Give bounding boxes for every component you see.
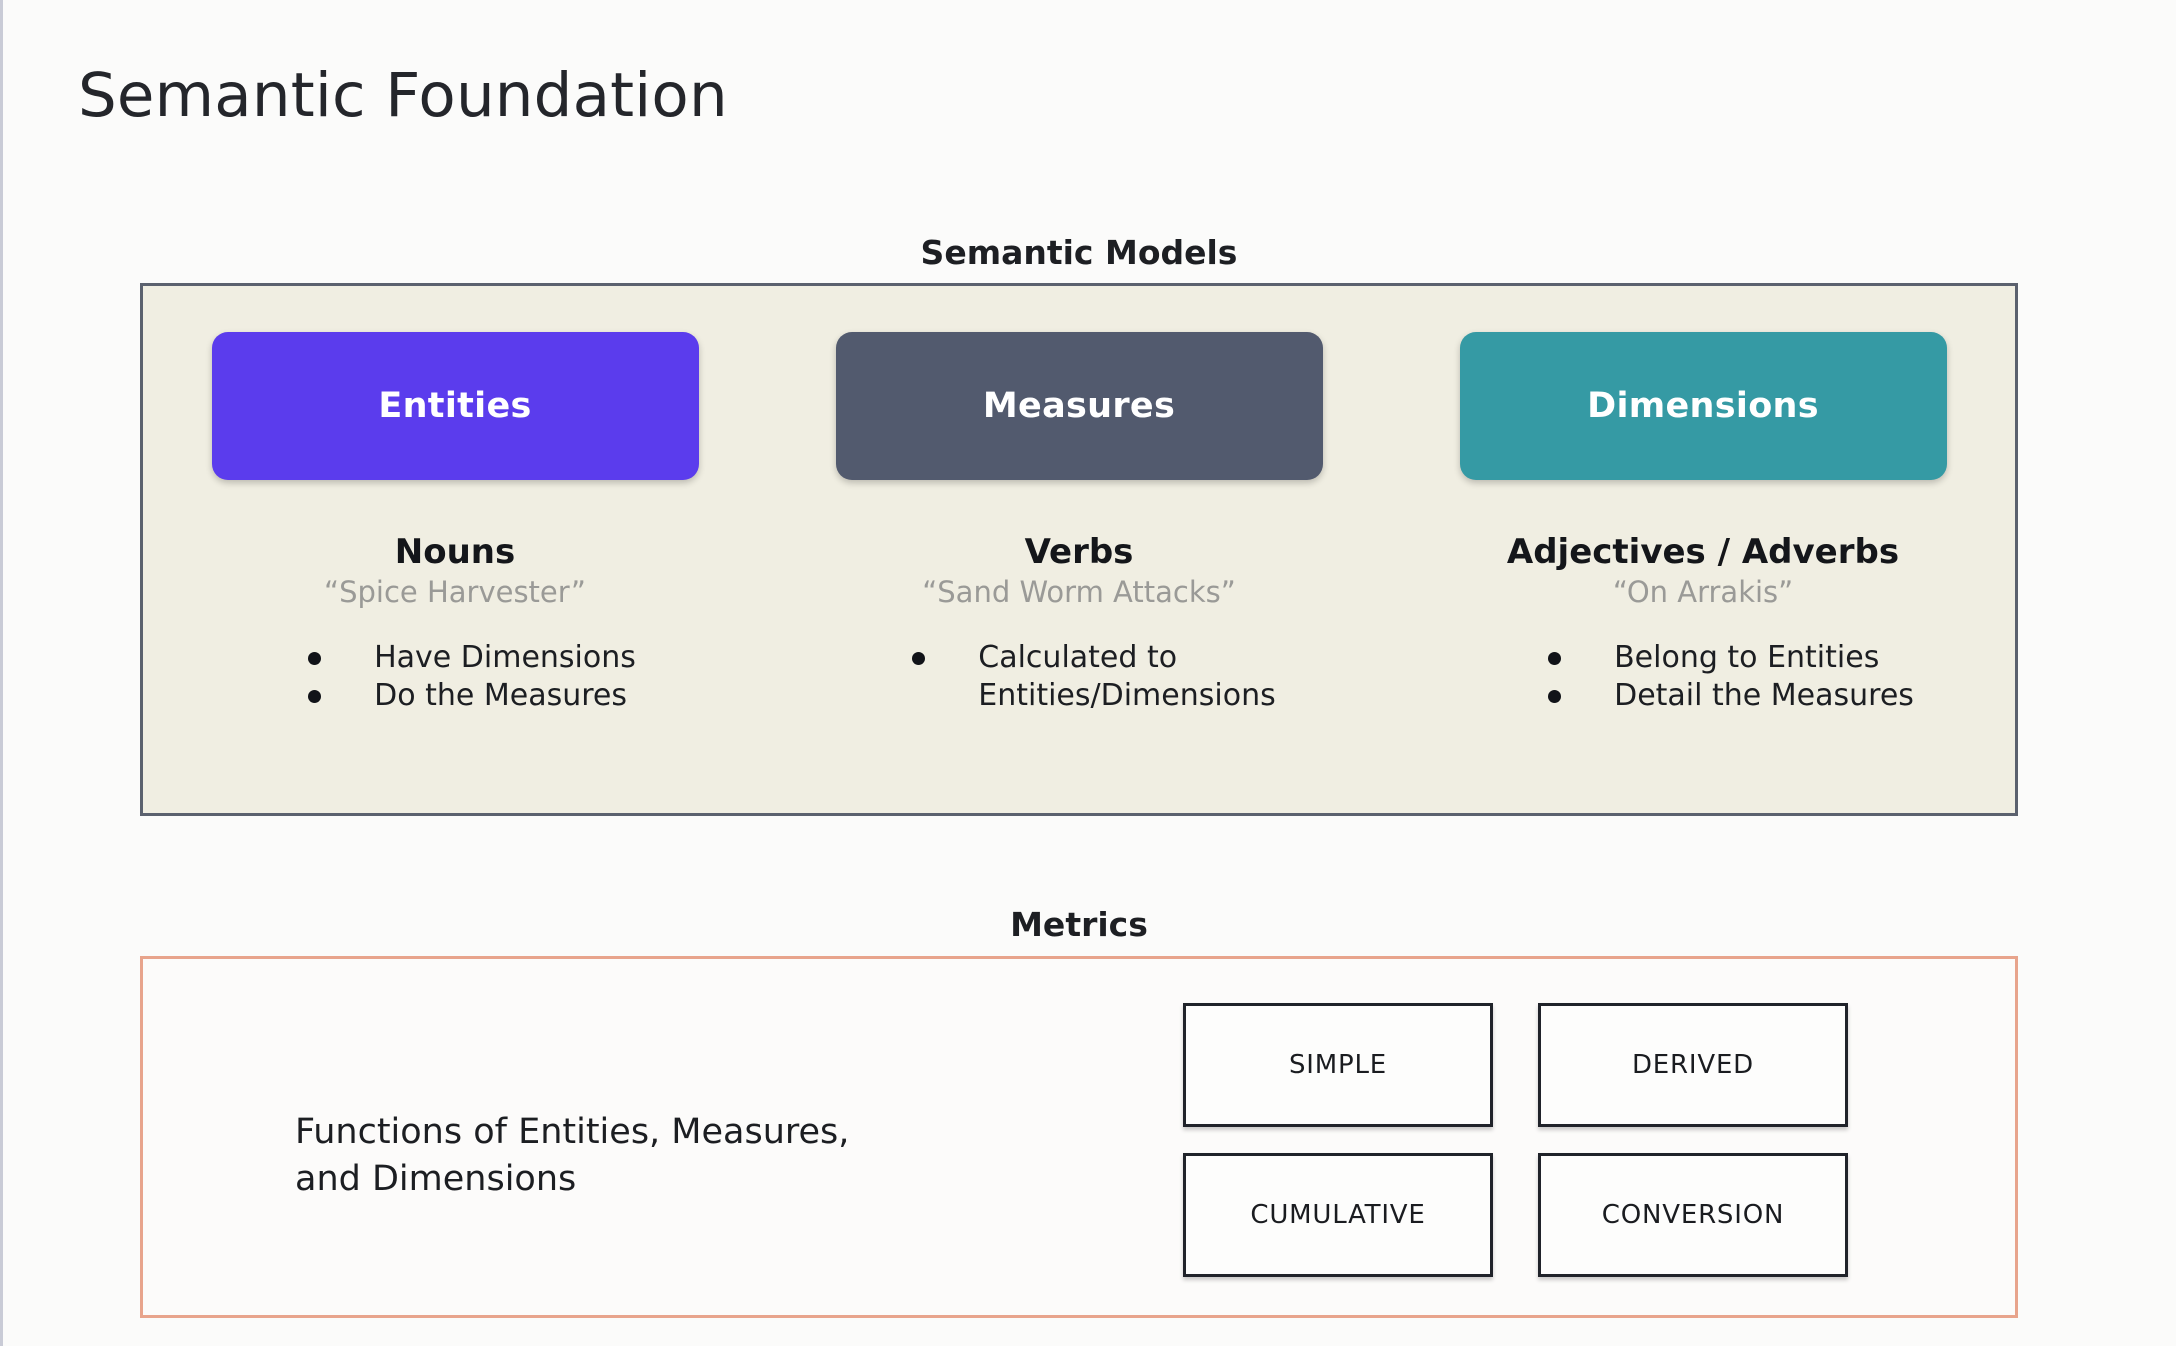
bullet-dot-icon [308, 689, 322, 703]
semantic-column-entities: Entities Nouns “Spice Harvester” Have Di… [143, 286, 767, 813]
semantic-models-heading: Semantic Models [920, 233, 1238, 272]
list-item-label: Detail the Measures [1614, 677, 1914, 713]
list-item-label: Calculated to Entities/Dimensions [978, 639, 1276, 713]
measures-bullet-list: Calculated to Entities/Dimensions [912, 639, 1276, 715]
metric-type-simple[interactable]: SIMPLE [1183, 1003, 1493, 1127]
semantic-models-columns: Entities Nouns “Spice Harvester” Have Di… [143, 286, 2015, 813]
list-item-label: Do the Measures [374, 677, 627, 713]
left-edge-rule [0, 0, 3, 1346]
metric-type-grid: SIMPLE DERIVED CUMULATIVE CONVERSION [1183, 1003, 1848, 1277]
bullet-dot-icon [308, 651, 322, 665]
metric-type-cumulative[interactable]: CUMULATIVE [1183, 1153, 1493, 1277]
entities-example: “Spice Harvester” [324, 574, 586, 609]
measures-part-of-speech: Verbs [1024, 532, 1134, 572]
semantic-column-dimensions: Dimensions Adjectives / Adverbs “On Arra… [1391, 286, 2015, 813]
list-item-label: Have Dimensions [374, 639, 636, 675]
semantic-column-measures: Measures Verbs “Sand Worm Attacks” Calcu… [767, 286, 1391, 813]
dimensions-bullet-list: Belong to Entities Detail the Measures [1548, 639, 1914, 715]
bullet-dot-icon [1548, 651, 1562, 665]
dimensions-part-of-speech: Adjectives / Adverbs [1506, 532, 1900, 572]
semantic-models-panel: Entities Nouns “Spice Harvester” Have Di… [140, 283, 2018, 816]
measures-example: “Sand Worm Attacks” [922, 574, 1236, 609]
metrics-description: Functions of Entities, Measures, and Dim… [295, 1112, 850, 1199]
entities-part-of-speech: Nouns [394, 532, 516, 572]
entities-chip[interactable]: Entities [211, 332, 699, 480]
metrics-heading: Metrics [1010, 905, 1148, 944]
list-item-label: Belong to Entities [1614, 639, 1880, 675]
metric-type-conversion[interactable]: CONVERSION [1538, 1153, 1848, 1277]
list-item: Calculated to Entities/Dimensions [912, 639, 1276, 715]
bullet-dot-icon [912, 651, 926, 665]
list-item: Detail the Measures [1548, 677, 1914, 715]
metrics-panel: Functions of Entities, Measures, and Dim… [140, 956, 2018, 1318]
list-item: Do the Measures [308, 677, 636, 715]
page-title: Semantic Foundation [78, 60, 728, 131]
list-item: Have Dimensions [308, 639, 636, 677]
dimensions-chip[interactable]: Dimensions [1459, 332, 1947, 480]
metric-type-derived[interactable]: DERIVED [1538, 1003, 1848, 1127]
entities-bullet-list: Have Dimensions Do the Measures [308, 639, 636, 715]
bullet-dot-icon [1548, 689, 1562, 703]
list-item: Belong to Entities [1548, 639, 1914, 677]
measures-chip[interactable]: Measures [835, 332, 1323, 480]
dimensions-example: “On Arrakis” [1612, 574, 1794, 609]
